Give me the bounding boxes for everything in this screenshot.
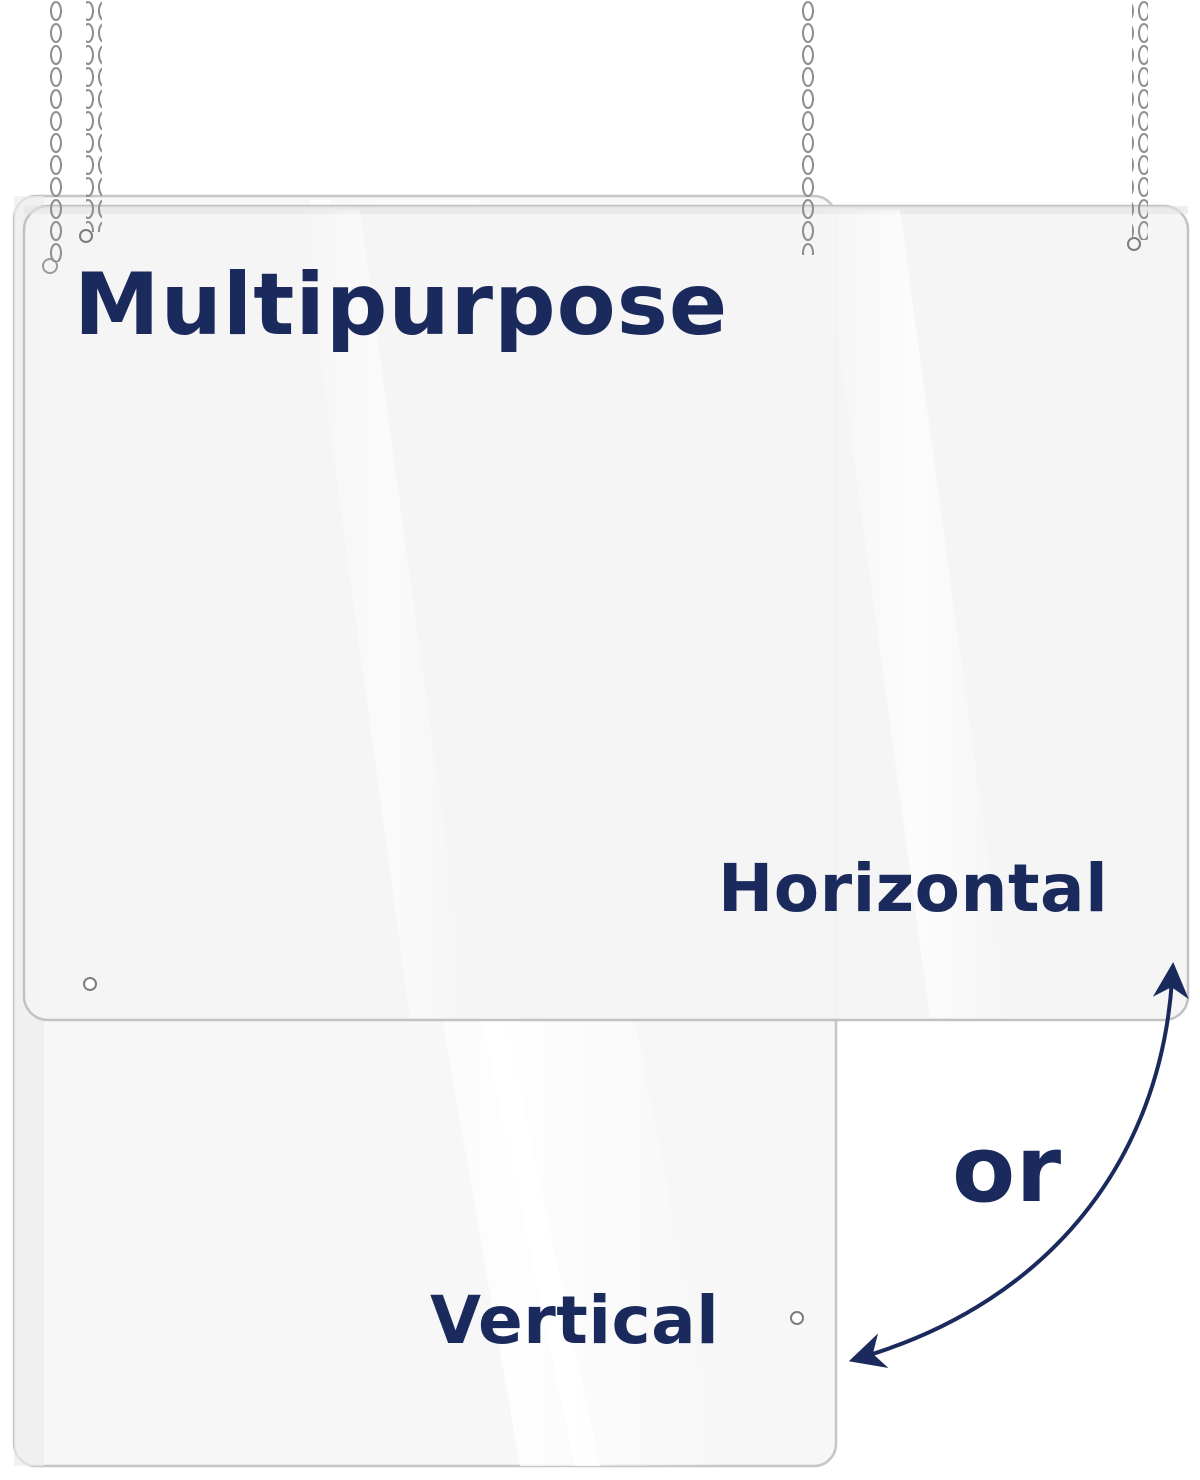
- or-label: or: [952, 1116, 1062, 1223]
- horizontal-panel: [22, 204, 1190, 1022]
- horizontal-label: Horizontal: [718, 850, 1109, 927]
- multipurpose-label: Multipurpose: [74, 255, 729, 355]
- chain-icon: [48, 0, 1148, 262]
- vertical-label: Vertical: [430, 1282, 720, 1359]
- curved-double-arrow-icon: [848, 962, 1189, 1368]
